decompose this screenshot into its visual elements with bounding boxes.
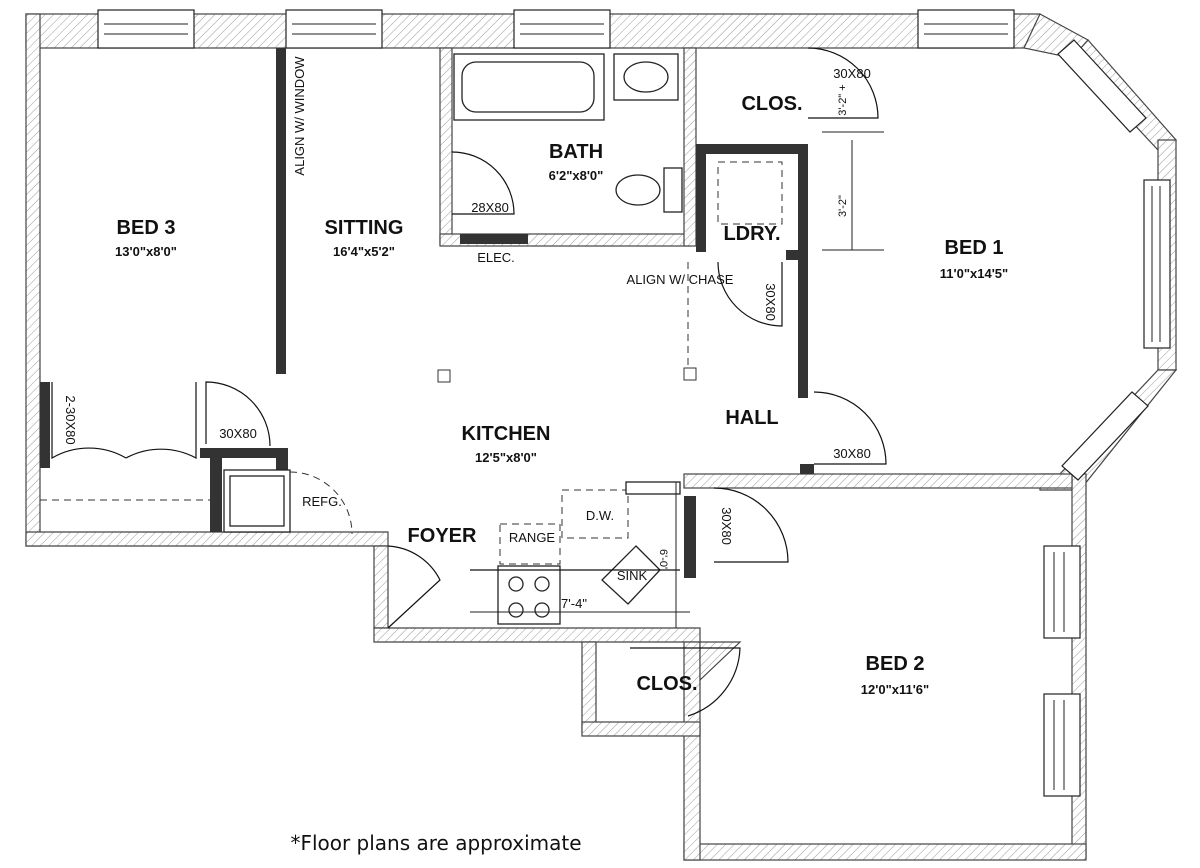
closet-top-name: CLOS. [741,93,802,115]
door-30x80-bed2-label: 30X80 [719,507,734,545]
sitting-name: SITTING [325,217,404,239]
kitchen-name: KITCHEN [462,423,551,445]
bed3-name: BED 3 [117,217,176,239]
window-bed2-lower [1043,693,1081,797]
dim-7-4-label: 7'-4" [561,596,587,611]
window-bed1-top [917,9,1015,49]
foyer-name: FOYER [408,525,477,547]
doors [51,47,887,717]
window-bath [513,9,611,49]
bed1-name: BED 1 [945,237,1004,259]
door-30x80-ldry-label: 30X80 [763,283,778,321]
range [497,565,561,625]
door-sitting [205,381,271,447]
door-clos-bottom [630,647,741,717]
door-clos-top [807,47,879,119]
door-bath [451,151,515,215]
bath-name: BATH [549,141,603,163]
bed2-name: BED 2 [866,653,925,675]
align-window-label: ALIGN W/ WINDOW [292,56,307,176]
dw-label: D.W. [586,508,614,523]
toilet-bowl [615,174,661,206]
elec-label: ELEC. [477,250,515,265]
door-30x80-clos-label: 30X80 [833,66,871,81]
door-foyer [387,545,441,629]
laundry-machine [717,161,783,225]
door-bed3-left [51,382,127,460]
door-bed2 [713,487,789,563]
window-bed1-se [1061,391,1149,481]
toilet-tank [663,167,683,213]
door-ldry [717,261,783,327]
refg-label: REFG. [302,494,342,509]
bath-dim: 6'2"x8'0" [549,168,604,183]
range-label: RANGE [509,530,556,545]
sink-label: SINK [617,568,648,583]
sitting-dim: 16'4"x5'2" [333,244,395,259]
align-chase-label: ALIGN W/ CHASE [627,272,734,287]
fixtures [40,53,783,625]
door-hall [813,391,887,465]
bed2-dim: 12'0"x11'6" [861,682,929,697]
bed3-dim: 13'0"x8'0" [115,244,177,259]
dimension-lines [470,131,884,628]
windows [97,9,1171,797]
window-bed3 [97,9,195,49]
dim-3-2-label: 3'-2" [837,195,849,217]
door-28x80-label: 28X80 [471,200,509,215]
footer-note: *Floor plans are approximate [290,831,581,855]
interior-walls [40,47,814,578]
kitchen-sink [601,545,661,605]
door-bed3-right [125,382,197,460]
closet-bottom-name: CLOS. [636,673,697,695]
window-sitting [285,9,383,49]
door-refg [289,471,353,535]
dim-6-0-label: 6'-0" [657,549,669,571]
door-30x80-hall-label: 30X80 [833,446,871,461]
door-30x80-sitting-label: 30X80 [219,426,257,441]
hall-name: HALL [725,407,778,429]
window-bed1-east [1143,179,1171,349]
dim-3-2-top-label: 3'-2" + [837,84,849,115]
window-bed2-upper [1043,545,1081,639]
laundry-name: LDRY. [723,223,780,245]
bed1-dim: 11'0"x14'5" [940,266,1008,281]
kitchen-dim: 12'5"x8'0" [475,450,537,465]
window-bed1-ne [1057,39,1147,133]
door-2-30x80-label: 2-30X80 [63,395,78,444]
